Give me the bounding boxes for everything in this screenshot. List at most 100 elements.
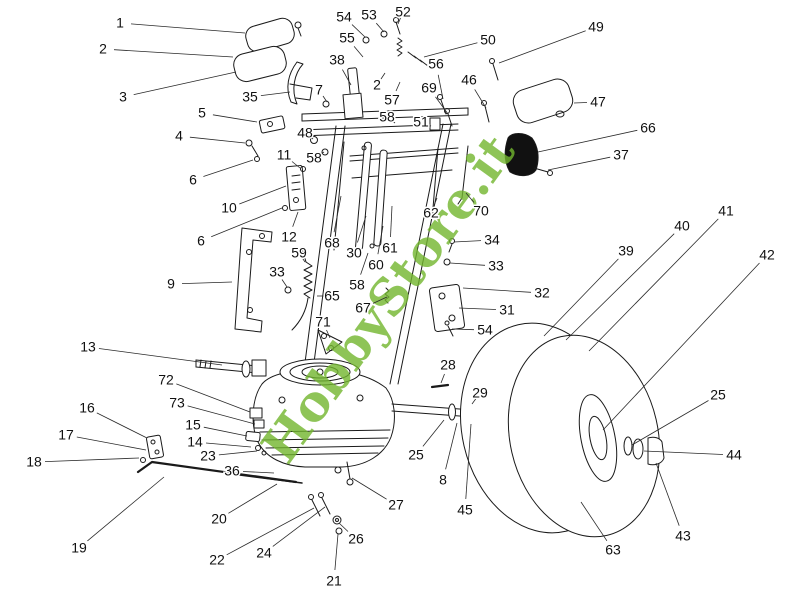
part-label-18: 18 (26, 454, 42, 470)
leader-lines (44, 17, 760, 571)
leader-line-35 (260, 91, 291, 96)
part-label-5: 5 (198, 105, 206, 121)
leader-line-31 (458, 307, 497, 310)
wheel-tire (459, 322, 661, 538)
part-label-62: 62 (423, 205, 439, 221)
part-label-35: 35 (242, 89, 258, 105)
leader-line-33 (449, 262, 486, 266)
leader-line-6 (203, 159, 254, 177)
leader-line-28 (440, 373, 445, 384)
part-label-14: 14 (187, 434, 203, 450)
part-label-7: 7 (315, 82, 323, 98)
leader-line-57 (395, 81, 401, 92)
leader-line-3 (133, 71, 237, 95)
leader-line-63 (580, 501, 608, 542)
part-label-65: 65 (324, 288, 340, 304)
part-label-50: 50 (480, 32, 496, 48)
part-label-44: 44 (726, 447, 742, 463)
part-label-13: 13 (80, 339, 96, 355)
part-label-55: 55 (339, 30, 355, 46)
leader-line-72 (176, 383, 251, 413)
leader-line-42 (602, 262, 760, 431)
part-label-49: 49 (588, 19, 604, 35)
leader-line-21 (334, 533, 339, 571)
leader-line-9 (181, 281, 233, 284)
link-plates (333, 141, 390, 304)
handle-grip-assembly (233, 17, 304, 105)
leader-line-23 (218, 450, 258, 456)
leader-line-7 (322, 95, 328, 103)
part-label-20: 20 (211, 511, 227, 527)
leader-line-62 (433, 197, 438, 206)
part-label-11: 11 (277, 147, 292, 163)
part-label-48: 48 (297, 125, 313, 141)
drawing-shapes (136, 17, 665, 538)
part-label-9: 9 (167, 276, 175, 292)
part-label-40: 40 (674, 218, 690, 234)
part-label-2: 2 (373, 77, 381, 93)
leader-line-14 (205, 442, 252, 448)
leader-line-15 (203, 426, 248, 437)
leader-line-56 (437, 74, 444, 100)
leader-line-2 (113, 49, 234, 58)
part-label-23: 23 (200, 448, 216, 464)
lower-linkage (136, 430, 303, 484)
part-label-6: 6 (189, 172, 197, 188)
leader-line-20 (228, 483, 278, 514)
left-support-bracket (234, 227, 273, 333)
leader-line-27 (351, 477, 387, 500)
part-label-63: 63 (605, 542, 621, 558)
part-label-60: 60 (368, 257, 384, 273)
part-label-41: 41 (718, 203, 734, 219)
part-label-10: 10 (221, 200, 237, 216)
leader-line-50 (423, 42, 478, 58)
part-label-58: 58 (379, 109, 395, 125)
part-label-36: 36 (224, 463, 240, 479)
leader-line-73 (187, 405, 256, 425)
part-label-58: 58 (349, 277, 365, 293)
leader-line-55 (353, 46, 364, 58)
leader-line-34 (453, 240, 482, 243)
part-label-3: 3 (119, 89, 127, 105)
part-label-22: 22 (209, 552, 225, 568)
part-label-58: 58 (306, 150, 322, 166)
leader-line-41 (588, 218, 719, 352)
leader-line-39 (543, 258, 619, 337)
leader-line-4 (189, 136, 246, 144)
part-label-19: 19 (71, 540, 87, 556)
part-label-6: 6 (197, 233, 205, 249)
leader-line-6 (211, 207, 283, 238)
part-label-56: 56 (428, 56, 444, 72)
leader-line-58 (360, 252, 369, 275)
leader-line-46 (474, 89, 487, 109)
leader-line-12 (292, 211, 299, 227)
leader-line-25 (631, 400, 709, 446)
leader-line-71 (326, 329, 331, 339)
part-label-46: 46 (461, 72, 477, 88)
leader-line-8 (445, 422, 458, 470)
upper-left-bracket (289, 83, 330, 156)
upper-shaft-assembly (299, 92, 469, 137)
part-label-72: 72 (158, 372, 174, 388)
part-label-34: 34 (484, 232, 500, 248)
part-label-59: 59 (291, 245, 307, 261)
gearbox-assembly (252, 358, 395, 474)
part-label-24: 24 (256, 545, 272, 561)
leader-line-58 (318, 151, 325, 156)
leader-line-58 (390, 119, 396, 124)
part-label-15: 15 (185, 417, 201, 433)
part-label-25: 25 (408, 447, 424, 463)
leader-line-24 (272, 506, 326, 547)
hub-cap-parts (623, 436, 665, 466)
part-label-61: 61 (382, 240, 398, 256)
left-axle (195, 359, 267, 429)
leader-line-54 (351, 24, 366, 38)
part-label-30: 30 (346, 245, 362, 261)
part-label-28: 28 (440, 357, 456, 373)
leader-line-29 (471, 398, 477, 405)
part-label-45: 45 (457, 502, 473, 518)
leader-line-19 (87, 476, 165, 542)
leader-line-45 (465, 423, 472, 500)
part-label-54: 54 (336, 9, 352, 25)
leader-line-60 (377, 225, 384, 255)
